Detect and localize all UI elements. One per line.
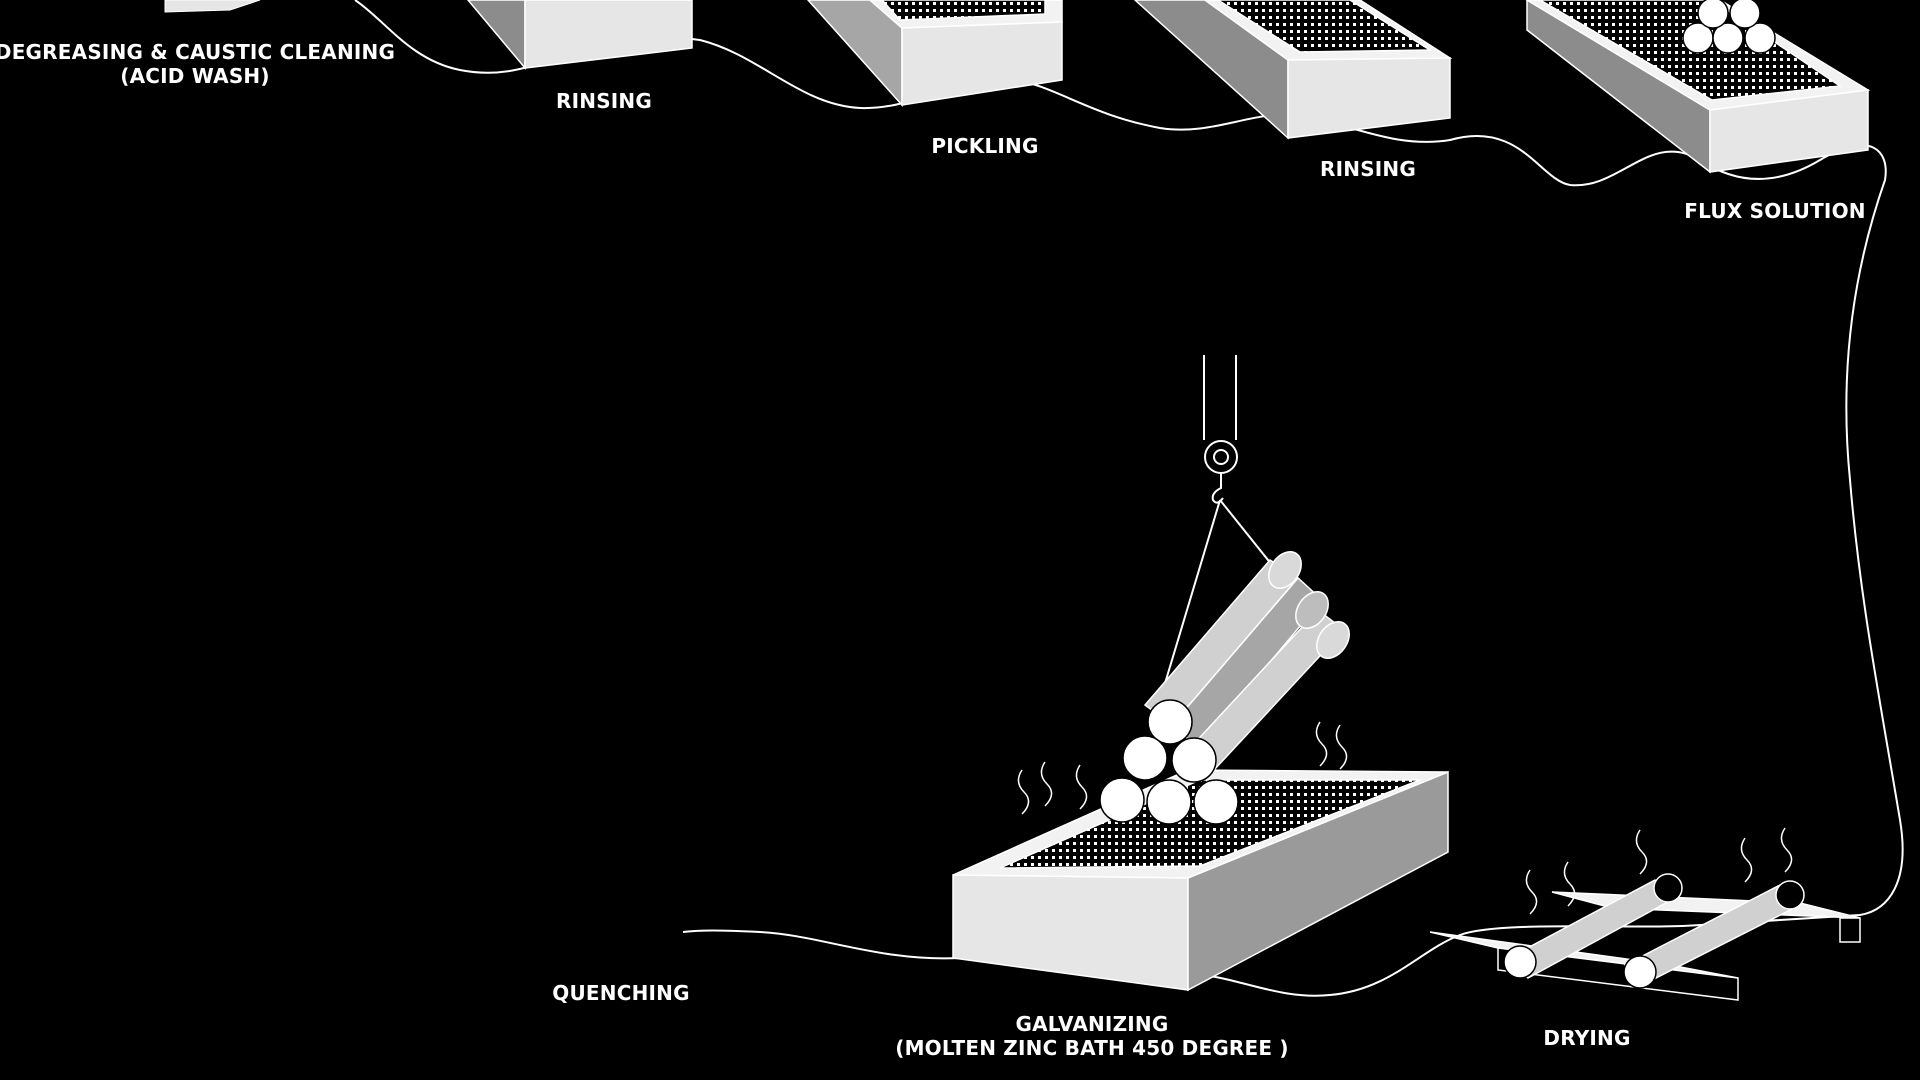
- flux-tank: [1525, 0, 1871, 174]
- galvanizing-tank: [952, 769, 1449, 992]
- step-label-degreasing: DEGREASING & CAUSTIC CLEANING (ACID WASH…: [0, 40, 395, 88]
- pickling-tank: [806, 0, 1063, 107]
- galvanizing-label-line2: (MOLTEN ZINC BATH 450 DEGREE ): [895, 1036, 1289, 1060]
- step-label-drying: DRYING: [1543, 1026, 1631, 1050]
- step-label-rinsing-2: RINSING: [1320, 157, 1416, 181]
- degreasing-label-line1: DEGREASING & CAUSTIC CLEANING: [0, 40, 396, 64]
- step-label-rinsing-1: RINSING: [556, 89, 652, 113]
- step-label-pickling: PICKLING: [931, 134, 1039, 158]
- rinsing-tank-2: [1133, 0, 1453, 140]
- galvanizing-label-line1: GALVANIZING: [1015, 1012, 1169, 1036]
- process-flow-line: [354, 0, 1904, 997]
- heat-wisps: [1017, 721, 1793, 915]
- degreasing-tank: [164, 0, 261, 13]
- step-label-flux: FLUX SOLUTION: [1684, 199, 1866, 223]
- pipe-bundle: [1099, 551, 1350, 825]
- step-label-galvanizing: GALVANIZING (MOLTEN ZINC BATH 450 DEGREE…: [895, 1012, 1289, 1060]
- step-label-quenching: QUENCHING: [552, 981, 690, 1005]
- drying-rack: [1429, 873, 1861, 1001]
- degreasing-label-line2: (ACID WASH): [120, 64, 270, 88]
- crane-hook: [1159, 355, 1273, 701]
- rinsing-tank-1: [467, 0, 693, 71]
